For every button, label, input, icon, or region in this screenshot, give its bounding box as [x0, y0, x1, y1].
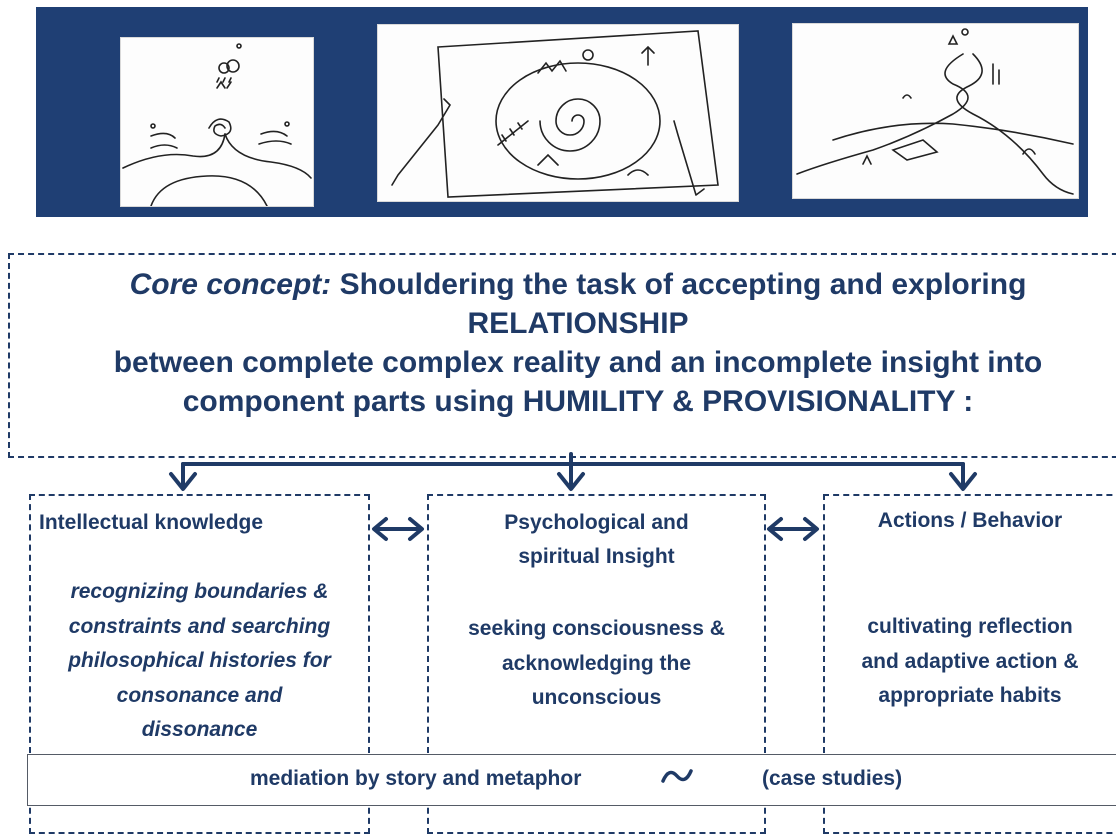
desc-line: acknowledging the: [501, 651, 692, 675]
box-title-actions: Actions / Behavior: [877, 509, 1063, 532]
core-line-4: component parts using HUMILITY & PROVISI…: [182, 385, 974, 418]
box-desc-psychological: seeking consciousness & acknowledging th…: [429, 612, 764, 716]
arrow-down-center-head: [557, 472, 585, 491]
title-line: Psychological and: [504, 511, 689, 534]
mediation-bar: mediation by story and metaphor (case st…: [27, 754, 1116, 806]
desc-line: dissonance: [141, 718, 258, 741]
core-line-3: between complete complex reality and an …: [113, 346, 1043, 379]
box-title-psychological: Psychological and spiritual Insight: [429, 506, 764, 574]
tilde-wave-icon: [661, 769, 693, 783]
sketch-heads-spiral: [120, 37, 314, 207]
box-desc-actions: cultivating reflection and adaptive acti…: [825, 610, 1115, 714]
desc-line: philosophical histories for: [68, 649, 331, 672]
core-line-2: RELATIONSHIP: [467, 307, 689, 340]
intellectual-knowledge-box: Intellectual knowledge recognizing bound…: [29, 494, 370, 834]
desc-line: cultivating reflection: [867, 615, 1073, 638]
double-arrow-right-head-r: [803, 517, 819, 541]
core-concept-box: Core concept: Shouldering the task of ac…: [8, 253, 1116, 458]
desc-line: appropriate habits: [878, 684, 1062, 707]
desc-line: seeking consciousness &: [468, 617, 725, 640]
arrow-down-left-head: [169, 472, 197, 491]
core-label: Core concept:: [129, 268, 332, 301]
desc-line: recognizing boundaries &: [70, 580, 329, 603]
double-arrow-right-head-l: [767, 517, 783, 541]
core-line1-text: Shouldering the task of accepting and ex…: [339, 268, 1027, 301]
desc-line: unconscious: [531, 686, 662, 709]
desc-line: and adaptive action &: [861, 649, 1079, 673]
box-desc-intellectual: recognizing boundaries & constraints and…: [31, 575, 368, 748]
sketch-figures-holding-map: [377, 24, 739, 202]
double-arrow-left-head-r: [408, 517, 424, 541]
actions-behavior-box: Actions / Behavior cultivating reflectio…: [823, 494, 1116, 834]
mediation-text: mediation by story and metaphor: [250, 767, 582, 790]
sketch-winding-path: [792, 23, 1079, 199]
arrow-down-right-head: [949, 472, 977, 491]
illustration-banner: [36, 7, 1088, 217]
title-line: spiritual Insight: [518, 545, 675, 568]
core-line-1: Core concept: Shouldering the task of ac…: [10, 265, 1116, 304]
desc-line: consonance and: [116, 683, 283, 707]
double-arrow-left-head-l: [372, 517, 388, 541]
desc-line: constraints and searching: [68, 614, 331, 638]
box-title-intellectual: Intellectual knowledge: [39, 511, 264, 534]
case-studies-text: (case studies): [762, 767, 903, 790]
